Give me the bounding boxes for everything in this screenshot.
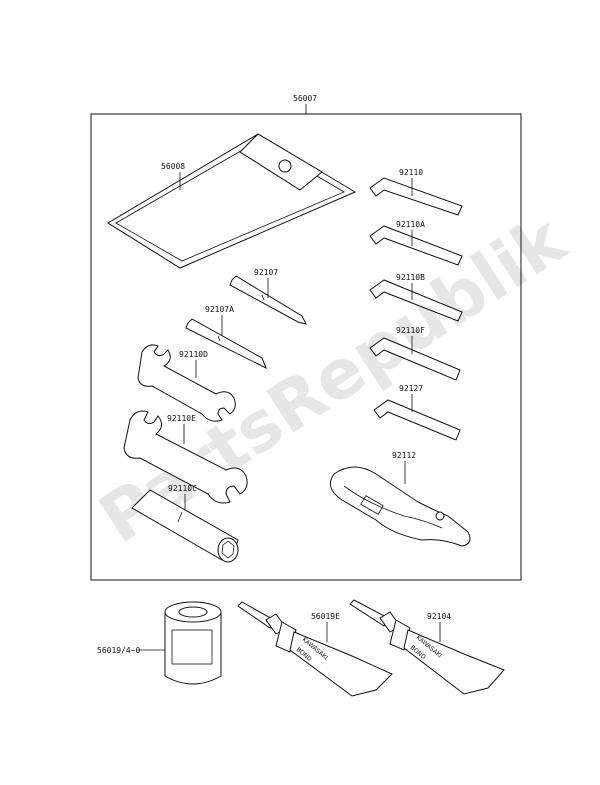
hex-key-3 <box>369 279 463 322</box>
pliers <box>329 466 471 547</box>
label-kit[interactable]: 56007 <box>293 94 317 103</box>
screwdriver-2 <box>185 318 267 370</box>
tool-pouch <box>107 133 357 269</box>
tube-socket <box>131 489 239 563</box>
wrench-1 <box>137 344 236 422</box>
label-hex-2[interactable]: 92110A <box>396 220 425 229</box>
label-hex-4[interactable]: 92110F <box>396 326 425 335</box>
label-hex-1[interactable]: 92110 <box>399 168 423 177</box>
label-socket[interactable]: 92110C <box>168 484 197 493</box>
wrench-2 <box>123 410 248 504</box>
label-filter[interactable]: 56019/4~0 <box>97 646 141 655</box>
label-hex-3[interactable]: 92110B <box>396 273 425 282</box>
hex-key-4 <box>369 337 461 381</box>
hex-key-1 <box>369 177 463 216</box>
screwdriver-1 <box>229 275 307 325</box>
hex-key-2 <box>369 225 463 266</box>
oil-filter <box>164 601 222 685</box>
label-pouch[interactable]: 56008 <box>161 162 185 171</box>
label-hex-5[interactable]: 92127 <box>399 384 423 393</box>
label-screwdriver-1[interactable]: 92107 <box>254 268 278 277</box>
hex-key-5 <box>373 399 461 441</box>
label-wrench-2[interactable]: 92110E <box>167 414 196 423</box>
bond-tube-1: KAWASAKI BOND <box>237 601 393 697</box>
label-bond-1[interactable]: 56019E <box>311 612 340 621</box>
label-wrench-1[interactable]: 92110D <box>179 350 208 359</box>
label-pliers[interactable]: 92112 <box>392 451 416 460</box>
label-screwdriver-2[interactable]: 92107A <box>205 305 234 314</box>
label-bond-2[interactable]: 92104 <box>427 612 451 621</box>
